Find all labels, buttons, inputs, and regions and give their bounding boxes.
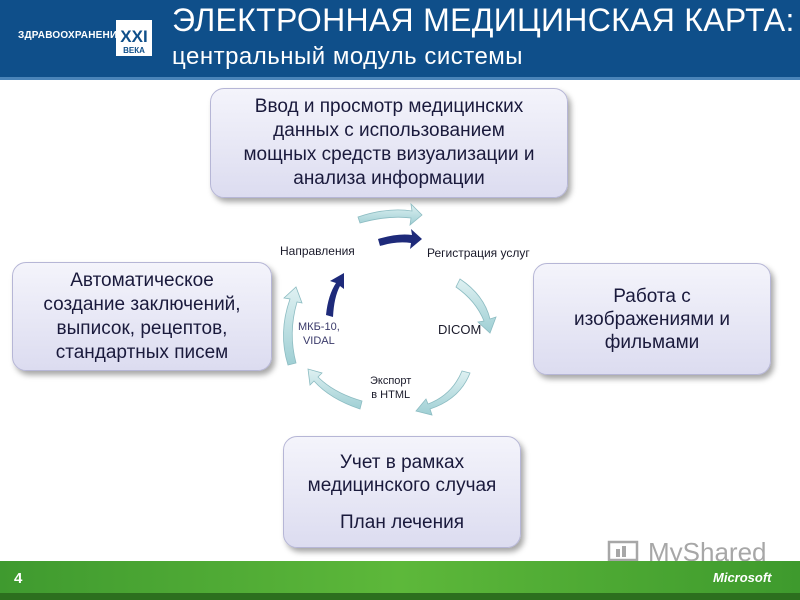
footer-band <box>0 561 800 593</box>
box-line: создание заключений, <box>43 293 241 315</box>
box-images-films: Работа с изображениями и фильмами <box>533 263 771 375</box>
cycle-arrow-navy-icon <box>326 273 344 317</box>
box-medical-case: Учет в рамках медицинского случая План л… <box>283 436 521 548</box>
footer-bottom-strip <box>0 593 800 600</box>
box-line: Учет в рамках <box>339 451 465 473</box>
cycle-arrow-icon <box>283 286 303 366</box>
cycle-arrow-icon <box>415 370 471 416</box>
box-line: мощных средств визуализации и <box>243 144 535 165</box>
box-line: медицинского случая <box>307 474 497 496</box>
cycle-label-export-line: в HTML <box>371 389 411 401</box>
box-line: изображениями и <box>574 308 730 330</box>
cycle-label-dicom: DICOM <box>438 322 482 337</box>
box-line: стандартных писем <box>55 341 229 363</box>
box-line: Автоматическое <box>70 269 214 291</box>
cycle-label-mkb-line: VIDAL <box>302 335 335 347</box>
microsoft-logo: Microsoft <box>713 570 772 585</box>
cycle-label-registraciya: Регистрация услуг <box>427 246 530 260</box>
cycle-label-mkb: МКБ-10, VIDAL <box>298 320 340 348</box>
logo-sub-text: ВЕКА <box>123 46 145 55</box>
box-auto-documents: Автоматическое создание заключений, выпи… <box>12 262 272 371</box>
cycle-arrow-icon <box>357 202 423 226</box>
page-number: 4 <box>14 570 23 587</box>
cycle-arrow-icon <box>455 278 497 334</box>
logo-text: ЗДРАВООХРАНЕНИЕ <box>18 30 125 41</box>
cycle-label-export: Экспорт в HTML <box>370 374 411 402</box>
box-line: данных с использованием <box>273 120 505 141</box>
zdravoohranenie-logo: ЗДРАВООХРАНЕНИЕ XXI ВЕКА <box>18 18 156 62</box>
header-divider <box>0 77 800 80</box>
cycle-diagram <box>283 202 497 416</box>
box-line: Ввод и просмотр медицинских <box>254 96 524 117</box>
box-line: фильмами <box>604 331 700 353</box>
logo-mark-icon: XXI ВЕКА <box>116 20 152 56</box>
cycle-label-mkb-line: МКБ-10, <box>298 321 340 333</box>
cycle-label-export-line: Экспорт <box>370 375 412 387</box>
cycle-arrow-navy-icon <box>378 229 422 249</box>
box-line: выписок, рецептов, <box>56 317 228 339</box>
slide-title: ЭЛЕКТРОННАЯ МЕДИЦИНСКАЯ КАРТА: <box>172 2 795 38</box>
box-line: анализа информации <box>293 168 485 189</box>
logo-mark-text: XXI <box>120 27 147 46</box>
slide-subtitle: центральный модуль системы <box>172 43 524 70</box>
box-data-entry: Ввод и просмотр медицинских данных с исп… <box>210 88 568 198</box>
box-line: План лечения <box>340 511 464 533</box>
box-line: Работа с <box>613 285 691 307</box>
cycle-arrow-icon <box>307 368 363 410</box>
cycle-label-napravleniya: Направления <box>280 244 355 258</box>
